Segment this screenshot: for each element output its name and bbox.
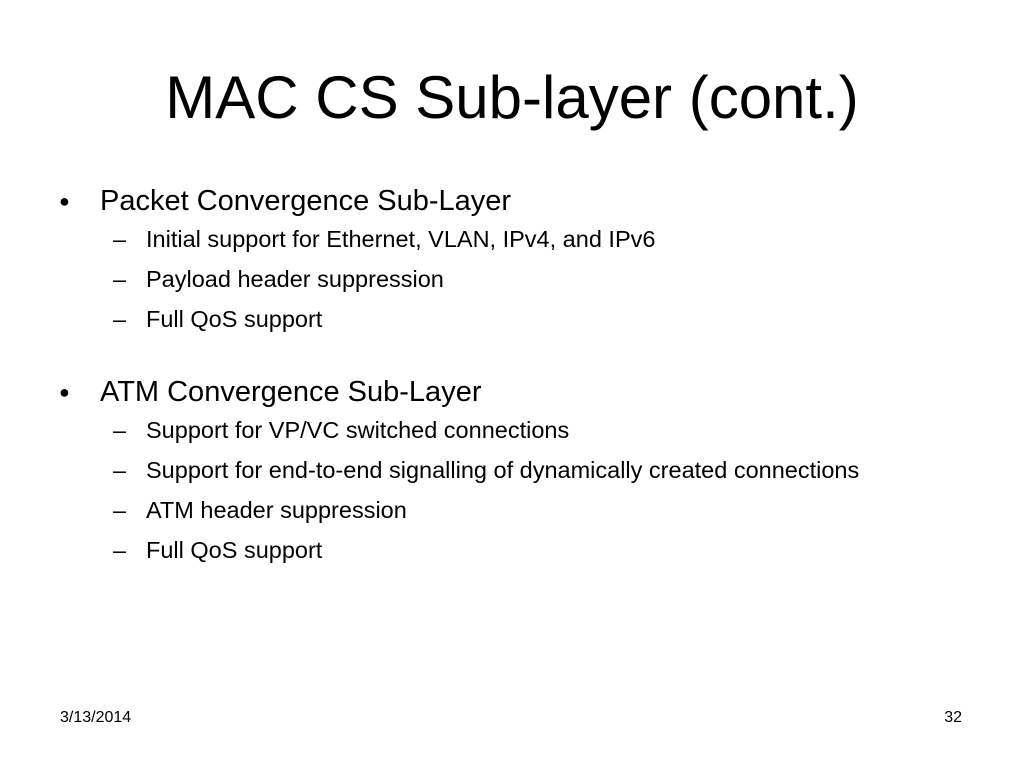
dash-icon: – [113,457,127,483]
bullet-item: ● ATM Convergence Sub-Layer [57,373,917,411]
sub-bullet-item: – Payload header suppression [57,266,886,293]
sub-bullet-item: – Initial support for Ethernet, VLAN, IP… [57,226,886,253]
page-number: 32 [944,709,962,726]
sub-bullet-text: Initial support for Ethernet, VLAN, IPv4… [146,226,656,252]
sub-bullet-text: Full QoS support [146,306,323,332]
sub-bullet-item: – Full QoS support [57,306,886,333]
sub-bullet-item: – Support for end-to-end signalling of d… [57,457,886,484]
sub-bullet-list: – Initial support for Ethernet, VLAN, IP… [57,226,917,333]
sub-bullet-item: – Support for VP/VC switched connections [57,417,886,444]
sub-bullet-text: Support for VP/VC switched connections [146,417,570,443]
bullet-heading: ATM Convergence Sub-Layer [100,376,482,408]
dash-icon: – [113,417,127,443]
sub-bullet-list: – Support for VP/VC switched connections… [57,417,917,564]
bullet-icon: ● [59,191,70,211]
dash-icon: – [113,266,127,292]
bullet-icon: ● [59,382,70,402]
dash-icon: – [113,497,127,523]
dash-icon: – [113,537,127,563]
sub-bullet-item: – Full QoS support [57,537,886,564]
sub-bullet-text: ATM header suppression [146,497,407,523]
sub-bullet-text: Payload header suppression [146,266,444,292]
dash-icon: – [113,306,127,332]
bullet-item: ● Packet Convergence Sub-Layer [57,182,917,220]
sub-bullet-text: Support for end-to-end signalling of dyn… [146,457,860,483]
footer-date: 3/13/2014 [60,709,132,726]
bullet-heading: Packet Convergence Sub-Layer [100,185,512,217]
section-atm-convergence: ● ATM Convergence Sub-Layer – Support fo… [57,373,917,564]
sub-bullet-item: – ATM header suppression [57,497,886,524]
slide-title: MAC CS Sub-layer (cont.) [165,64,859,131]
sub-bullet-text: Full QoS support [146,537,323,563]
slide-content: ● Packet Convergence Sub-Layer – Initial… [57,182,917,577]
section-packet-convergence: ● Packet Convergence Sub-Layer – Initial… [57,182,917,333]
dash-icon: – [113,226,127,252]
